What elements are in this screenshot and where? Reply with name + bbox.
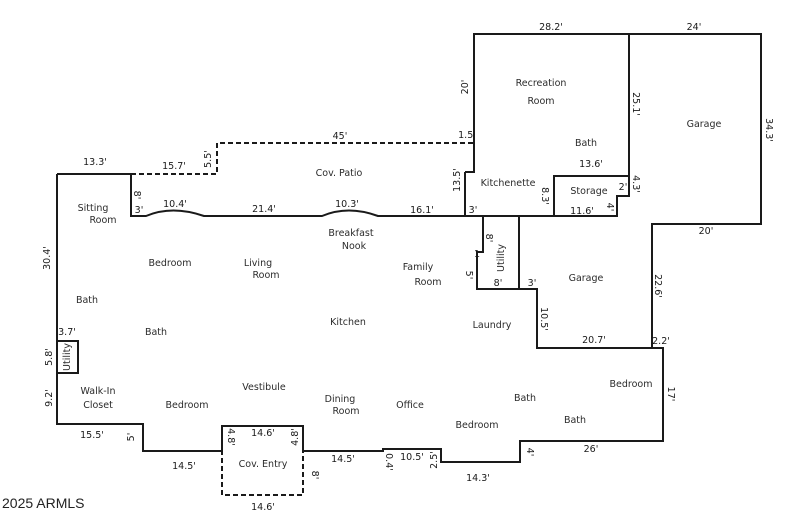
room-label: Nook	[342, 241, 367, 252]
dimension-label: 10.5'	[538, 307, 549, 331]
dimension-label: 15.7'	[162, 161, 186, 172]
room-label: Utility	[62, 343, 73, 371]
utility-west-box	[56, 340, 79, 374]
room-label: Bedroom	[166, 400, 209, 411]
dimension-label: 15.5'	[80, 430, 104, 441]
dimension-label: 8'	[131, 191, 142, 200]
room-label: Bath	[514, 393, 536, 404]
room-label: Garage	[569, 273, 604, 284]
room-label: Living	[244, 258, 272, 269]
dimension-label: 8'	[494, 278, 503, 289]
dimension-label: 45'	[333, 131, 348, 142]
dimension-label: 5.5'	[203, 150, 214, 168]
dimension-label: 3'	[469, 205, 478, 216]
dimension-label: 25.1'	[630, 92, 641, 116]
dimension-label: 11.6'	[570, 206, 594, 217]
room-label: Room	[89, 215, 116, 226]
dimension-label: 5'	[463, 271, 474, 280]
dimension-label: 13.3'	[83, 157, 107, 168]
dimension-label: 24'	[687, 22, 702, 33]
dimension-label: 10.4'	[163, 199, 187, 210]
room-label: Cov. Entry	[239, 459, 288, 470]
dimension-label: 17'	[665, 387, 676, 402]
lower-garage-wall	[519, 288, 652, 349]
dimension-label: 20'	[460, 80, 471, 95]
utility-center-wall	[476, 216, 520, 290]
dimension-label: 26'	[584, 444, 599, 455]
room-label: Office	[396, 400, 424, 411]
dimension-label: 4.8'	[290, 428, 301, 446]
room-label: Garage	[687, 119, 722, 130]
dimension-label: 5.8'	[44, 348, 55, 366]
room-label: Bedroom	[149, 258, 192, 269]
cov-patio-outline	[131, 142, 474, 175]
dimension-label: 4'	[524, 448, 535, 457]
dimension-label: 4.3'	[630, 175, 641, 193]
room-label: Room	[527, 96, 554, 107]
dimension-label: 2.2'	[652, 336, 670, 347]
dimension-label: 1.5'	[458, 130, 476, 141]
dimension-label: 10.5'	[400, 452, 424, 463]
room-label: Sitting	[78, 203, 109, 214]
dimension-label: 8'	[483, 234, 494, 243]
dimension-label: 13.6'	[579, 159, 603, 170]
room-label: Bath	[575, 138, 597, 149]
dimension-label: 1	[474, 249, 480, 260]
cov-entry-outline	[221, 426, 304, 496]
dimension-label: 8.3'	[539, 187, 550, 205]
dimension-label: 14.6'	[251, 502, 275, 513]
dimension-label: 3'	[135, 205, 144, 216]
dimension-label: 3'	[528, 278, 537, 289]
dimension-label: 8'	[309, 471, 320, 480]
room-label: Bedroom	[456, 420, 499, 431]
dimension-label: 4'	[604, 203, 615, 212]
dimension-label: 14.5'	[172, 461, 196, 472]
room-label: Bedroom	[610, 379, 653, 390]
room-label: Laundry	[473, 320, 512, 331]
room-label: Bath	[145, 327, 167, 338]
dimension-label: 34.3'	[763, 118, 774, 142]
dimension-label: 2'	[619, 182, 628, 193]
dimension-label: 4.8'	[225, 428, 236, 446]
room-label: Recreation	[516, 78, 567, 89]
dimension-label: 14.6'	[251, 428, 275, 439]
room-label: Cov. Patio	[316, 168, 363, 179]
room-label: Family	[403, 262, 434, 273]
dimension-label: 21.4'	[252, 204, 276, 215]
room-label: Vestibule	[242, 382, 286, 393]
room-label: Storage	[570, 186, 607, 197]
dimension-label: 9.2'	[44, 389, 55, 407]
room-label: Utility	[496, 244, 507, 272]
dimension-label: 14.3'	[466, 473, 490, 484]
dimension-label: 20.7'	[582, 335, 606, 346]
room-label: Walk-In	[81, 386, 116, 397]
room-label: Breakfast	[328, 228, 373, 239]
room-label: Kitchen	[330, 317, 366, 328]
room-label: Bath	[564, 415, 586, 426]
dimension-label: 5'	[126, 433, 137, 442]
dimension-label: 10.3'	[335, 199, 359, 210]
room-label: Room	[252, 270, 279, 281]
room-label: Room	[332, 406, 359, 417]
room-label: Kitchenette	[481, 178, 536, 189]
copyright-text: 2025 ARMLS	[2, 495, 85, 511]
storage-wall	[554, 176, 630, 217]
room-label: Closet	[83, 400, 113, 411]
dimension-label: 28.2'	[539, 22, 563, 33]
dimension-label: 0.4'	[383, 453, 394, 471]
dimension-label: 3.7'	[58, 327, 76, 338]
dimension-label: 20'	[699, 226, 714, 237]
dimension-label: 22.6'	[652, 274, 663, 298]
dimension-label: 13.5'	[452, 168, 463, 192]
room-label: Room	[414, 277, 441, 288]
house-outline	[56, 33, 762, 463]
dimension-label: 16.1'	[410, 205, 434, 216]
dimension-label: 2.5'	[429, 451, 440, 469]
dimension-label: 14.5'	[331, 454, 355, 465]
room-label: Dining	[325, 394, 356, 405]
dimension-label: 30.4'	[42, 246, 53, 270]
room-label: Bath	[76, 295, 98, 306]
